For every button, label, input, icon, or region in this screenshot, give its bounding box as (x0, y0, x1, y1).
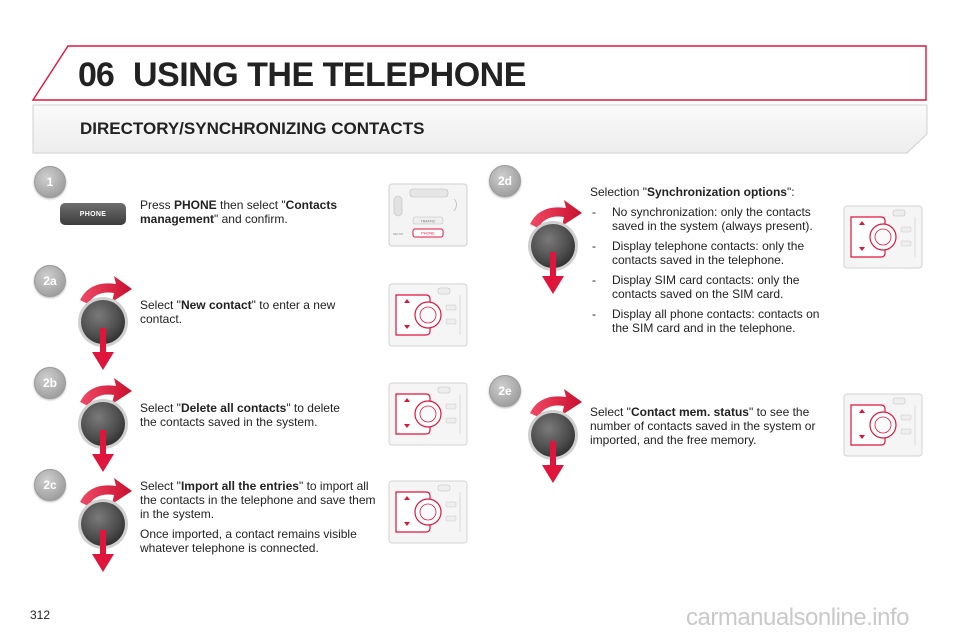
page-number: 312 (30, 608, 51, 622)
list-item: No synchronization: only the contacts sa… (590, 205, 830, 233)
console-phone-label: PHONE (421, 232, 435, 236)
step-2b-text: Select "Delete all contacts" to delete t… (140, 401, 340, 429)
step-badge-1: 1 (34, 166, 66, 198)
step-2c-note: Once imported, a contact remains visible… (140, 527, 357, 555)
step-1-text: Press PHONE then select "Contacts manage… (140, 198, 338, 226)
rotary-knob-icon (70, 374, 140, 474)
console-phone-panel-image: TRAFFIC PHONE SETUP (388, 183, 468, 247)
console-knob-panel-image (388, 283, 468, 347)
watermark: carmanualsonline.info (686, 604, 909, 631)
step-2d-text: Selection "Synchronization options": No … (590, 185, 830, 341)
step-2e-text: Select "Contact mem. status" to see the … (590, 405, 816, 447)
list-item: Display all phone contacts: contacts on … (590, 307, 830, 335)
step-2c-text: Select "Import all the entries" to impor… (140, 479, 376, 555)
step-badge-2e: 2e (489, 375, 521, 407)
console-knob-panel-image (388, 480, 468, 544)
section-header-box (32, 104, 928, 154)
rotary-knob-icon (520, 196, 590, 296)
sync-options-list: No synchronization: only the contacts sa… (590, 205, 830, 335)
chapter-title: USING THE TELEPHONE (133, 56, 526, 94)
step-badge-2d: 2d (489, 165, 521, 197)
console-knob-panel-image (843, 393, 923, 457)
phone-button: PHONE (60, 203, 126, 225)
list-item: Display telephone contacts: only the con… (590, 239, 830, 267)
rotary-knob-icon (520, 385, 590, 485)
step-badge-2c: 2c (34, 469, 66, 501)
console-knob-panel-image (843, 205, 923, 269)
chapter-number: 06 (78, 56, 115, 94)
console-traffic-label: TRAFFIC (421, 220, 436, 224)
list-item: Display SIM card contacts: only the cont… (590, 273, 830, 301)
console-setup-label: SETUP (393, 232, 403, 236)
step-2a-text: Select "New contact" to enter a new cont… (140, 298, 336, 326)
console-knob-panel-image (388, 382, 468, 446)
section-title: DIRECTORY/SYNCHRONIZING CONTACTS (80, 119, 425, 138)
rotary-knob-icon (70, 272, 140, 372)
chapter-header-tab (32, 45, 927, 101)
step-badge-2a: 2a (34, 265, 66, 297)
step-badge-2b: 2b (34, 367, 66, 399)
rotary-knob-icon (70, 474, 140, 574)
